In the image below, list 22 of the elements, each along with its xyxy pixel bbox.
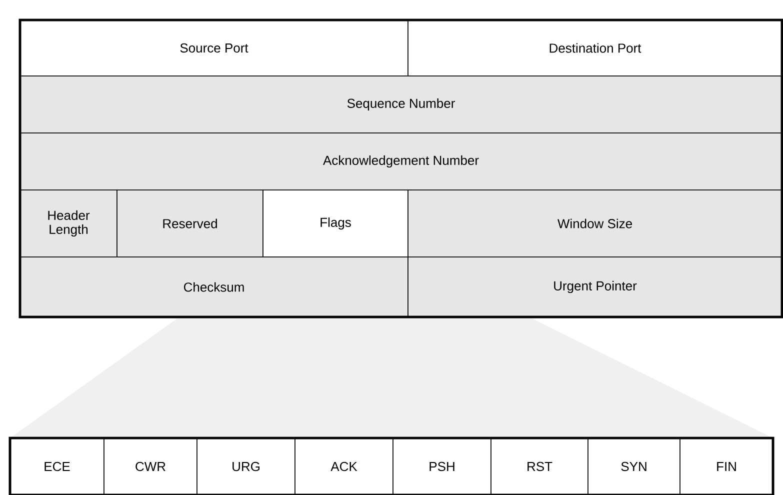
node-label: RST — [528, 462, 552, 472]
node-label: SYN — [621, 462, 646, 472]
field-cell: Source Port — [20, 20, 408, 76]
node-label: ECE — [44, 462, 70, 472]
field-cell: Sequence Number — [20, 76, 782, 134]
node-label: CWR — [136, 462, 166, 472]
field-cell: Window Size — [408, 190, 782, 258]
field-cell: Urgent Pointer — [408, 256, 782, 318]
field-cell: ACK — [294, 438, 394, 495]
field-cell: Flags — [262, 190, 408, 258]
field-cell: Reserved — [116, 190, 264, 258]
field-cell: RST — [490, 438, 588, 495]
field-cell: Header Length — [20, 190, 118, 258]
field-cell: FIN — [680, 438, 774, 495]
node-label: URG — [232, 462, 260, 472]
field-cell: CWR — [104, 438, 198, 495]
node-label: PSH — [430, 462, 454, 472]
node-label: ACK — [330, 462, 358, 472]
field-cell: SYN — [588, 438, 680, 495]
field-cell: PSH — [392, 438, 492, 495]
field-cell: Destination Port — [408, 20, 782, 76]
field-cell: URG — [196, 438, 296, 495]
